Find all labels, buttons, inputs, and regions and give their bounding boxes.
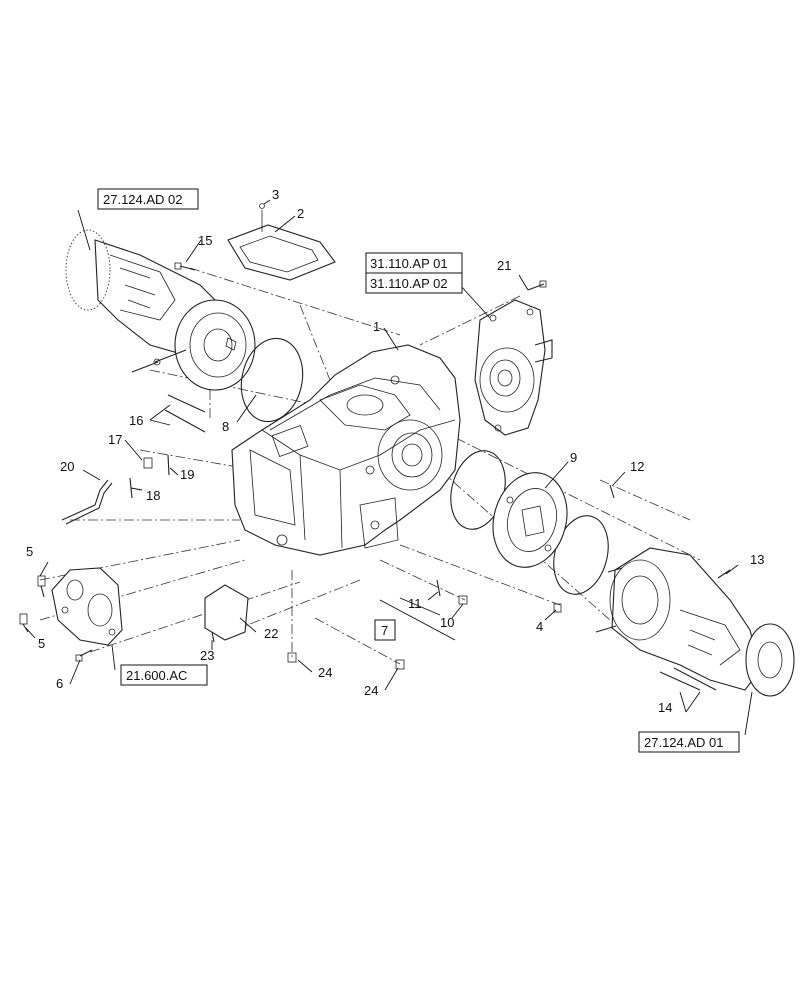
callout-14: 14 — [658, 700, 672, 715]
callout-15: 15 — [198, 233, 212, 248]
callout-9: 9 — [570, 450, 577, 465]
callout-1: 1 — [373, 319, 380, 334]
ref-31110ap01: 31.110.AP 01 — [370, 256, 448, 271]
cover-plate-2 — [227, 203, 336, 281]
callout-17: 17 — [108, 432, 122, 447]
small-hardware — [19, 262, 731, 691]
brake-plate-9 — [492, 472, 568, 568]
callout-13: 13 — [750, 552, 764, 567]
callout-23: 23 — [200, 648, 214, 663]
reference-boxes: 27.124.AD 02 31.110.AP 01 31.110.AP 02 2… — [97, 188, 740, 753]
callout-19: 19 — [180, 467, 194, 482]
ref-21600ac: 21.600.AC — [126, 668, 187, 683]
callout-24b: 24 — [364, 683, 378, 698]
ref-31110ap02: 31.110.AP 02 — [370, 276, 448, 291]
left-final-drive-housing — [65, 229, 256, 391]
ref-27124ad01: 27.124.AD 01 — [644, 735, 724, 750]
callout-20: 20 — [60, 459, 74, 474]
front-cover-21600ac — [51, 567, 123, 646]
callout-24a: 24 — [318, 665, 332, 680]
transmission-housing-1 — [231, 344, 461, 556]
callout-22: 22 — [264, 626, 278, 641]
callout-18: 18 — [146, 488, 160, 503]
callout-5a: 5 — [26, 544, 33, 559]
ref-7: 7 — [381, 623, 388, 638]
callout-3: 3 — [272, 187, 279, 202]
callout-10: 10 — [440, 615, 454, 630]
callout-11: 11 — [408, 596, 422, 611]
callout-21: 21 — [497, 258, 511, 273]
callout-8: 8 — [222, 419, 229, 434]
leader-lines — [25, 199, 753, 736]
right-final-drive-housing — [595, 547, 795, 697]
o-ring-8 — [240, 337, 304, 423]
callout-5b: 5 — [38, 636, 45, 651]
callout-4: 4 — [536, 619, 543, 634]
pto-unit — [474, 299, 553, 436]
callout-6: 6 — [56, 676, 63, 691]
callout-2: 2 — [297, 206, 304, 221]
callout-16: 16 — [129, 413, 143, 428]
callout-12: 12 — [630, 459, 644, 474]
callout-numbers: 1 2 3 4 5 5 6 8 9 10 11 12 13 14 15 16 1… — [26, 187, 764, 715]
ref-27124ad02: 27.124.AD 02 — [103, 192, 183, 207]
